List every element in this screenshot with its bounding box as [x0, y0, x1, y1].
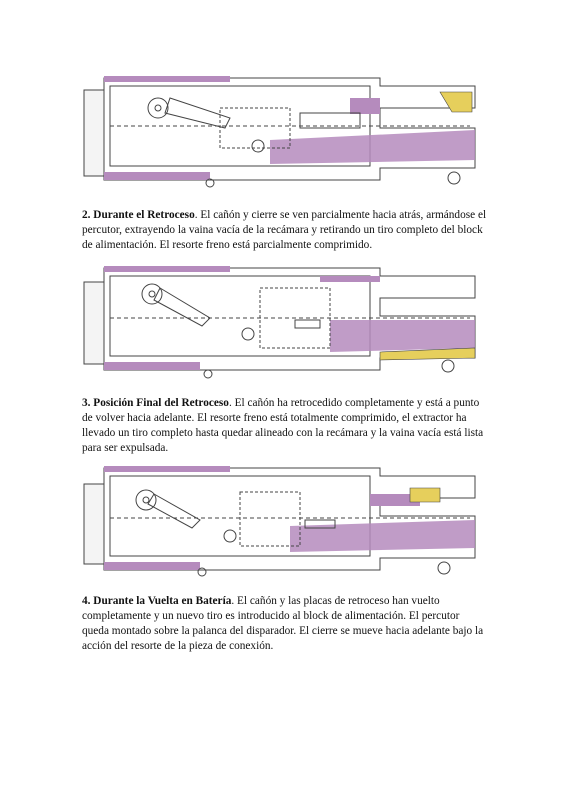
machine-gun-mechanism-icon	[83, 76, 476, 188]
section-4-paragraph: 4. Durante la Vuelta en Batería. El cañó…	[82, 594, 488, 654]
section-3-text: . El cañón ha retrocedido completamente …	[82, 397, 484, 454]
section-2-text: . El cañón y cierre se ven parcialmente …	[82, 209, 487, 251]
section-2-title: 2. Durante el Retroceso	[82, 209, 195, 221]
section-4-title: 4. Durante la Vuelta en Batería	[82, 595, 232, 607]
section-3-paragraph: 3. Posición Final del Retroceso. El cañó…	[82, 396, 488, 456]
mechanism-diagram-2	[80, 258, 480, 384]
mechanism-diagram-1	[80, 68, 480, 196]
machine-gun-mechanism-icon	[83, 466, 476, 577]
section-2-paragraph: 2. Durante el Retroceso. El cañón y cier…	[82, 208, 488, 253]
mechanism-diagram-3	[80, 458, 480, 582]
section-3-title: 3. Posición Final del Retroceso	[82, 397, 229, 409]
machine-gun-mechanism-icon	[83, 266, 476, 379]
section-4-text: . El cañón y las placas de retroceso han…	[82, 595, 484, 652]
